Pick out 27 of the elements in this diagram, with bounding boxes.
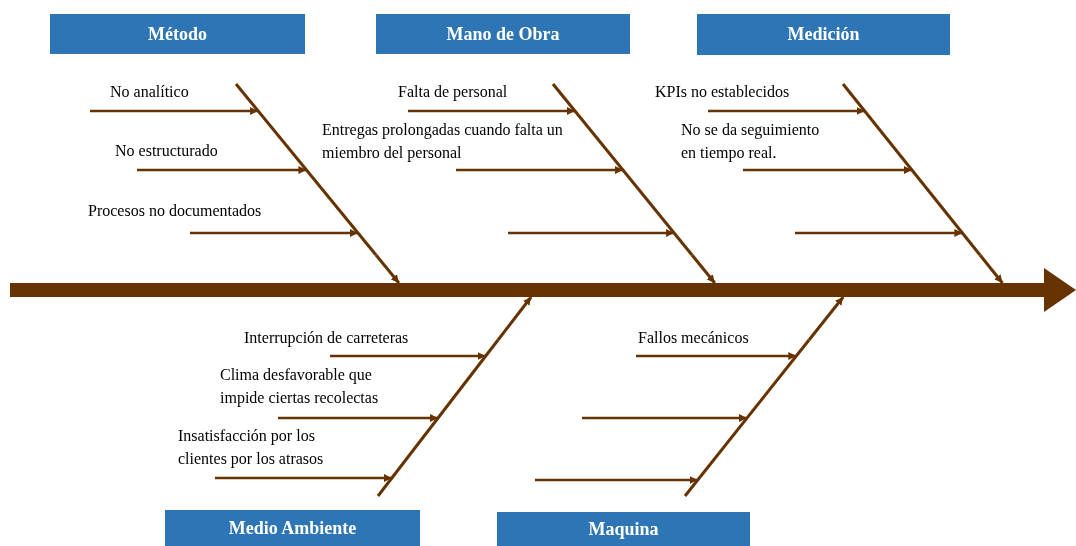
cause-arrow	[408, 107, 575, 115]
bone-arrow	[807, 296, 845, 341]
cause-arrow	[190, 229, 358, 237]
cause-arrow	[330, 352, 486, 360]
cause-arrow	[90, 107, 259, 115]
bone-arrow	[374, 254, 401, 284]
category-box: Maquina	[497, 512, 750, 546]
spine-arrow	[10, 268, 1076, 312]
cause-arrow	[535, 476, 698, 484]
cause-arrow	[508, 229, 675, 237]
cause-arrow	[137, 166, 307, 174]
cause-arrow	[456, 166, 623, 174]
cause-arrow	[582, 414, 747, 422]
bone-arrow	[978, 254, 1004, 284]
bone-arrow	[690, 254, 716, 284]
category-box: Medición	[697, 14, 950, 55]
cause-arrow	[743, 166, 912, 174]
cause-arrow	[795, 229, 963, 237]
cause-arrow	[636, 352, 797, 360]
bone-arrow	[496, 296, 533, 341]
cause-arrow	[278, 414, 438, 422]
category-box: Mano de Obra	[376, 14, 630, 54]
cause-arrow	[708, 107, 865, 115]
category-box: Medio Ambiente	[165, 510, 420, 546]
cause-arrow	[215, 474, 392, 482]
category-box: Método	[50, 14, 305, 54]
bone-line	[841, 82, 982, 257]
